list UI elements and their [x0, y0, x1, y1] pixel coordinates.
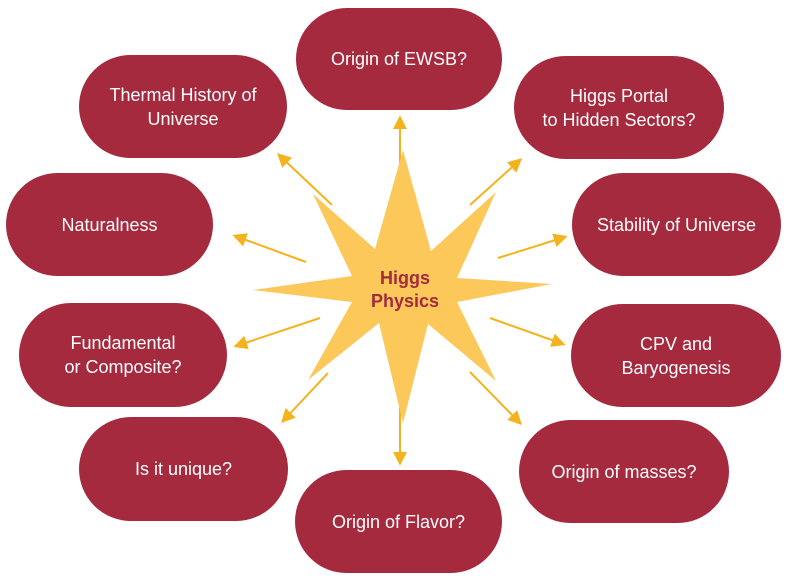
- arrow-to-stability-of-universe: [497, 233, 568, 259]
- node-is-it-unique: Is it unique?: [79, 417, 288, 521]
- node-higgs-portal: Higgs Portal to Hidden Sectors?: [514, 56, 724, 159]
- arrows-layer: [232, 115, 568, 466]
- node-cpv-baryogenesis: CPV and Baryogenesis: [571, 304, 781, 407]
- arrow-to-thermal-history: [276, 153, 333, 206]
- node-stability-of-universe: Stability of Universe: [572, 173, 781, 276]
- node-naturalness: Naturalness: [6, 173, 213, 276]
- arrow-to-naturalness: [232, 233, 307, 263]
- arrow-to-is-it-unique: [281, 372, 329, 424]
- arrow-to-cpv-baryogenesis: [489, 317, 566, 347]
- arrow-to-higgs-portal: [469, 158, 523, 206]
- node-fundamental-or-composite: Fundamental or Composite?: [19, 303, 227, 407]
- arrow-to-fundamental-or-composite: [233, 317, 321, 350]
- node-origin-of-flavor: Origin of Flavor?: [295, 470, 502, 573]
- node-origin-of-ewsb: Origin of EWSB?: [296, 8, 502, 110]
- center-star-burst: [253, 150, 552, 423]
- node-thermal-history-of-universe: Thermal History of Universe: [79, 55, 287, 158]
- center-label-higgs-physics: Higgs Physics: [370, 268, 440, 311]
- node-origin-of-masses: Origin of masses?: [519, 420, 729, 523]
- arrow-to-origin-of-masses: [469, 371, 522, 425]
